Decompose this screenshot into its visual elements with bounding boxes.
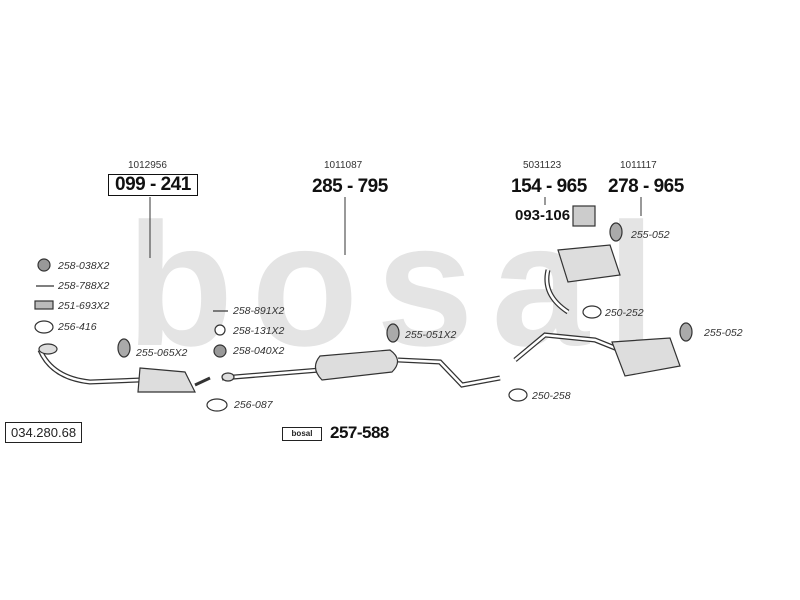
ref-5031123: 5031123 xyxy=(523,160,562,171)
middle-pipe-assembly xyxy=(221,349,501,388)
flange-gasket-icon-256-087 xyxy=(206,398,228,412)
part-number-285-795[interactable]: 285 - 795 xyxy=(312,176,388,197)
part-256-087[interactable]: 256-087 xyxy=(234,399,273,411)
part-251-693[interactable]: 251-693X2 xyxy=(58,300,110,312)
part-255-065[interactable]: 255-065X2 xyxy=(136,347,188,359)
rear-silencer-assembly xyxy=(513,244,681,377)
part-256-416[interactable]: 256-416 xyxy=(58,321,97,333)
rubber-mount-icon-255-052-bottom xyxy=(679,322,693,342)
part-number-099-241[interactable]: 099 - 241 xyxy=(108,174,198,196)
part-258-891[interactable]: 258-891X2 xyxy=(233,305,285,317)
clamp-icon-250-258 xyxy=(508,388,528,402)
clamp-icon-250-252 xyxy=(582,305,602,319)
part-255-052-bottom[interactable]: 255-052 xyxy=(704,327,743,339)
part-258-038[interactable]: 258-038X2 xyxy=(58,260,110,272)
part-number-257-588[interactable]: 257-588 xyxy=(330,423,389,442)
bosal-logo: bosal xyxy=(282,427,322,441)
spring-icon xyxy=(34,300,54,310)
washer-icon-258-131 xyxy=(214,324,226,336)
part-250-258[interactable]: 250-258 xyxy=(532,390,571,402)
part-number-154-965[interactable]: 154 - 965 xyxy=(511,176,587,197)
nut-icon xyxy=(37,258,51,272)
rubber-mount-icon-255-052-top xyxy=(609,222,623,242)
part-250-252[interactable]: 250-252 xyxy=(605,307,644,319)
catalog-number: 034.280.68 xyxy=(5,422,83,443)
ref-1011087: 1011087 xyxy=(324,160,363,171)
part-258-131[interactable]: 258-131X2 xyxy=(233,325,285,337)
part-number-093-106[interactable]: 093-106 xyxy=(515,207,571,224)
rubber-mount-icon-255-051 xyxy=(386,323,400,343)
part-258-788[interactable]: 258-788X2 xyxy=(58,280,110,292)
part-255-052-top[interactable]: 255-052 xyxy=(631,229,670,241)
part-number-278-965[interactable]: 278 - 965 xyxy=(608,176,684,197)
rubber-mount-icon-255-065 xyxy=(117,338,131,358)
front-pipe-assembly xyxy=(37,343,211,393)
hex-nut-icon-258-040 xyxy=(213,344,227,358)
ref-1012956: 1012956 xyxy=(128,160,167,171)
bracket-icon-093-106 xyxy=(572,205,596,227)
part-255-051[interactable]: 255-051X2 xyxy=(405,329,457,341)
ref-1011117: 1011117 xyxy=(620,160,657,171)
gasket-ring-icon xyxy=(34,320,54,334)
part-258-040[interactable]: 258-040X2 xyxy=(233,345,285,357)
